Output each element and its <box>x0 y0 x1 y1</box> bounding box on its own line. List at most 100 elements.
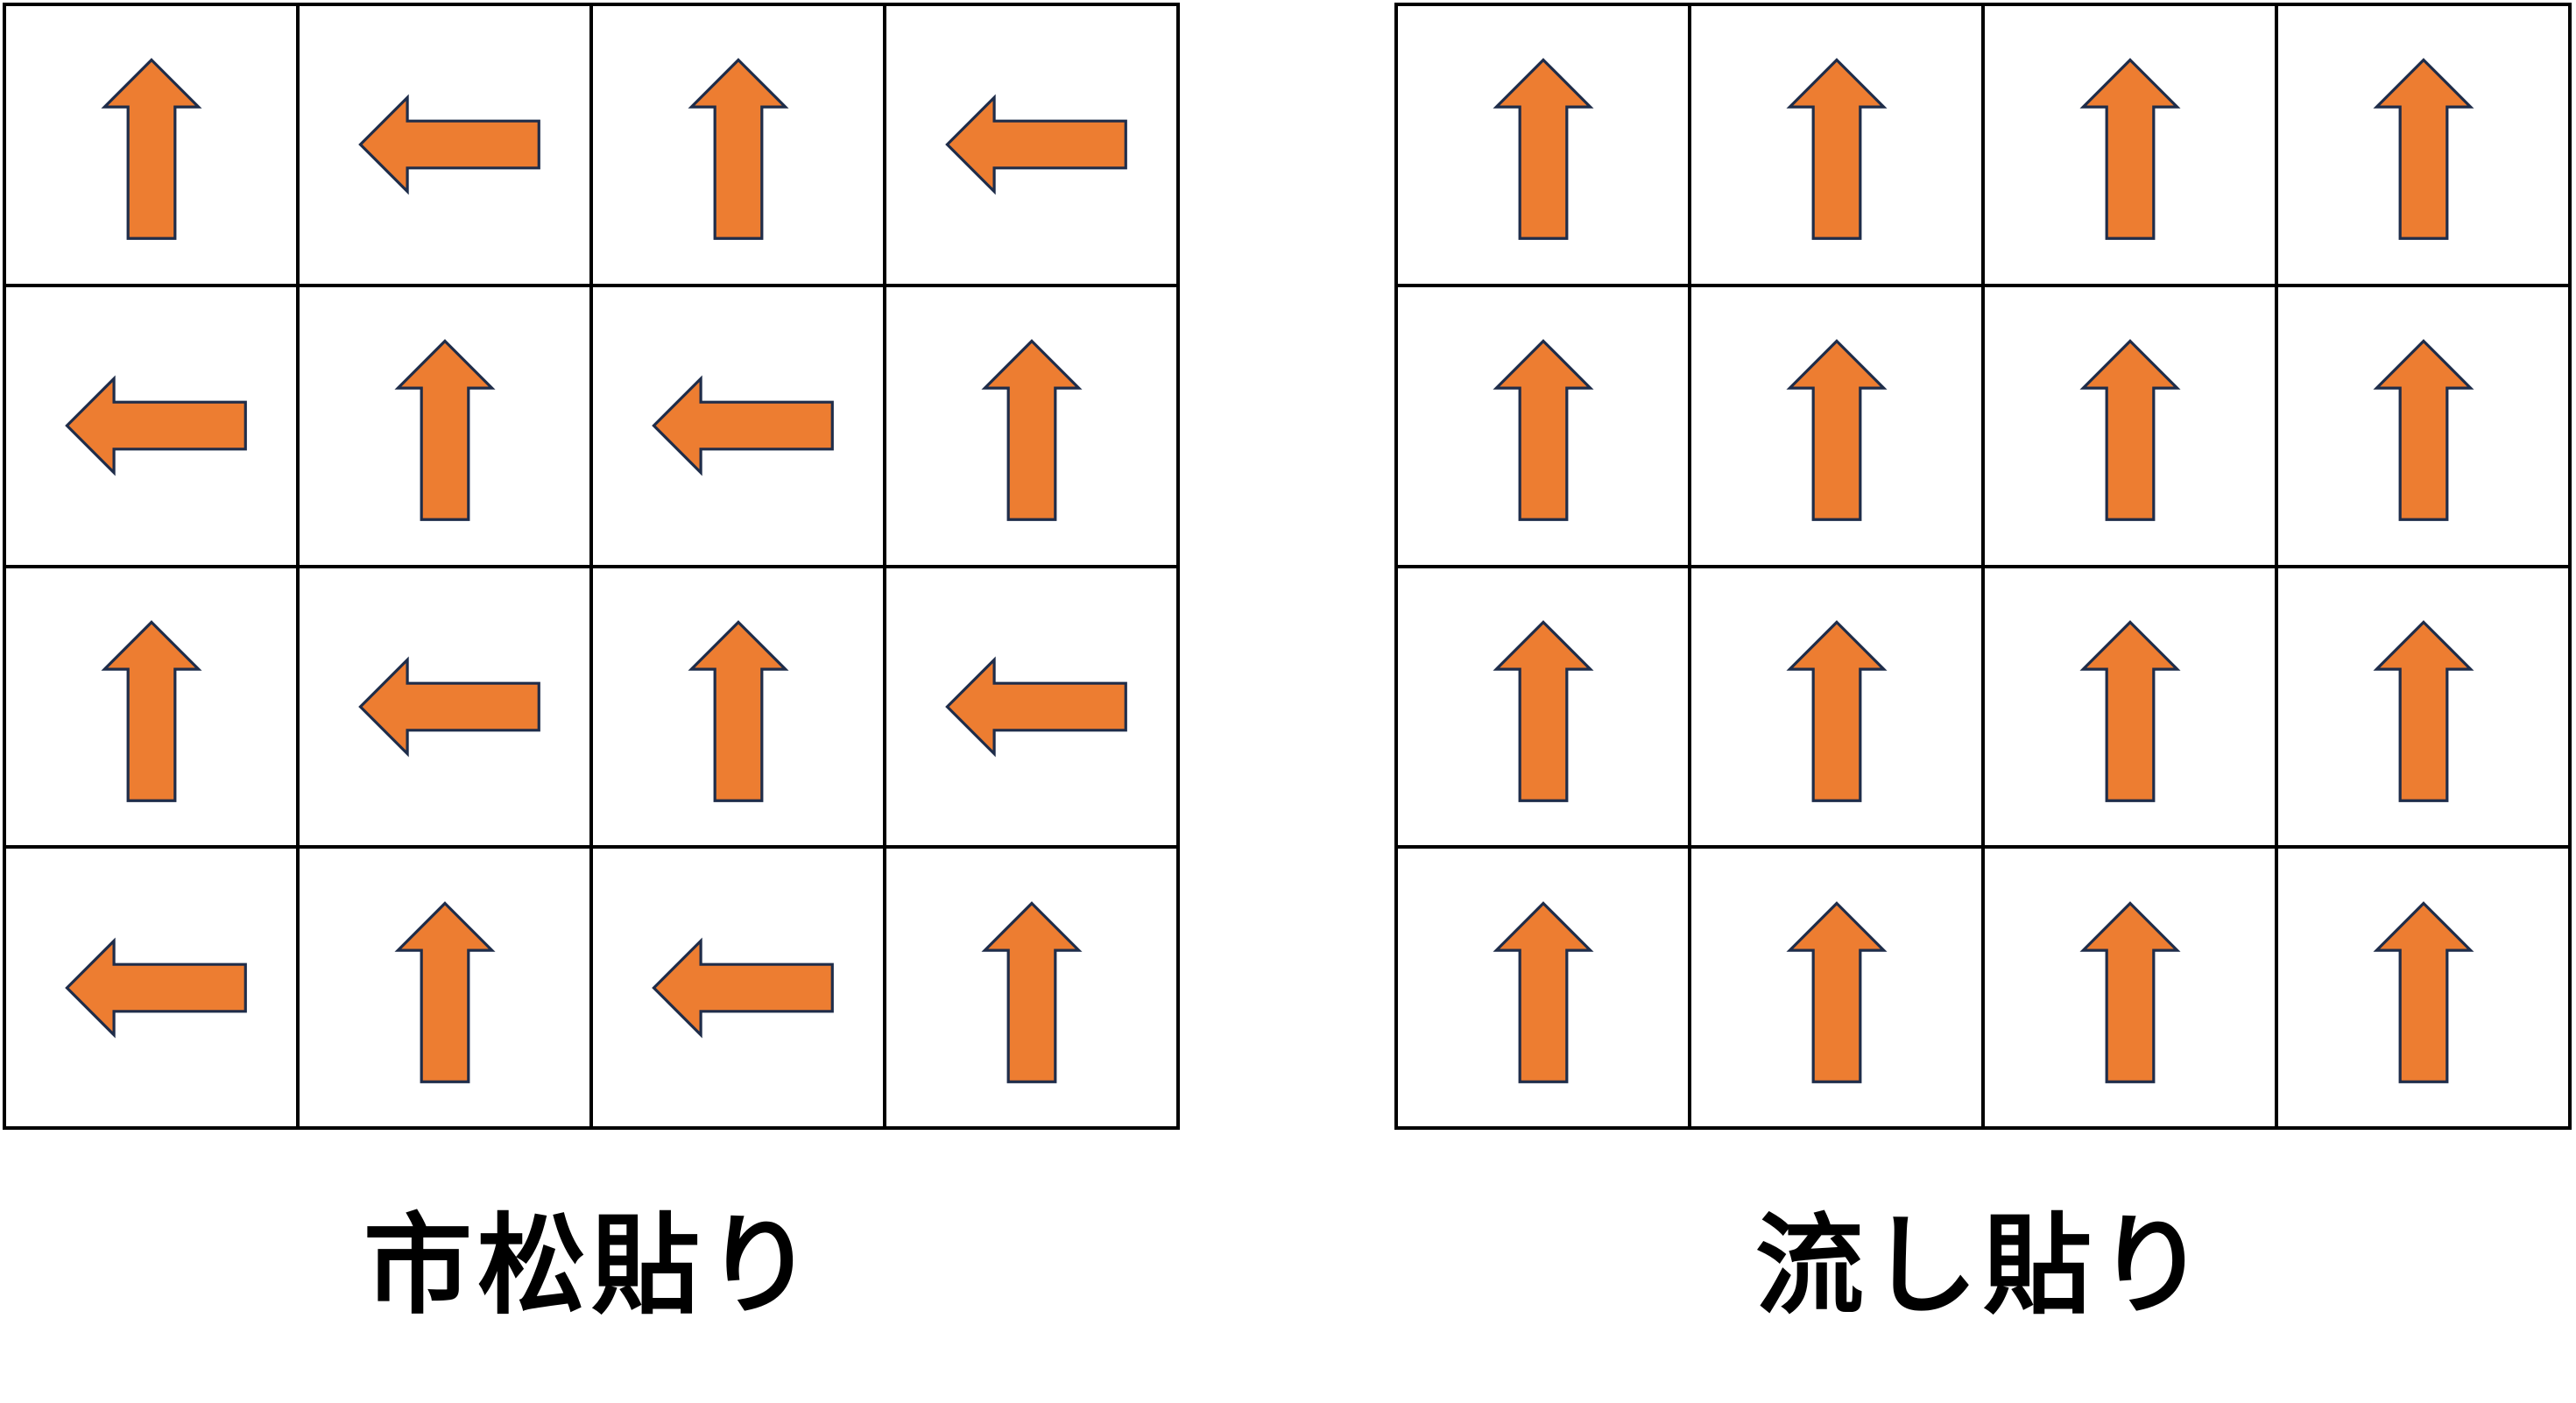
arrow-shape <box>687 620 789 802</box>
arrow-shape <box>393 339 496 522</box>
tile-cell <box>886 849 1180 1130</box>
tile-cell <box>1985 849 2278 1130</box>
tile-cell <box>2278 286 2572 568</box>
arrow-shape <box>100 58 202 241</box>
arrow-shape <box>1785 58 1888 241</box>
arrow-up-icon <box>2372 339 2474 522</box>
tile-cell <box>6 6 300 287</box>
arrow-left-icon <box>357 656 540 758</box>
tile-cell <box>1985 286 2278 568</box>
arrow-shape <box>2078 620 2181 802</box>
arrow-shape <box>2078 58 2181 241</box>
arrow-shape <box>651 937 834 1039</box>
tile-cell <box>886 6 1180 287</box>
tile-cell <box>6 568 300 850</box>
arrow-up-icon <box>1492 620 1594 802</box>
arrow-up-icon <box>393 900 496 1083</box>
tile-grid <box>1394 3 2572 1130</box>
tile-cell <box>1691 849 1985 1130</box>
tile-cell <box>593 286 886 568</box>
tile-cell <box>1691 286 1985 568</box>
arrow-shape <box>651 375 834 476</box>
arrow-left-icon <box>944 94 1127 195</box>
arrow-up-icon <box>980 900 1083 1083</box>
tile-cell <box>1985 568 2278 850</box>
arrow-shape <box>2372 58 2474 241</box>
arrow-left-icon <box>64 375 247 476</box>
tile-cell <box>1398 849 1691 1130</box>
arrow-up-icon <box>687 620 789 802</box>
tile-cell <box>1985 6 2278 287</box>
arrow-shape <box>2372 620 2474 802</box>
arrow-up-icon <box>1492 58 1594 241</box>
arrow-up-icon <box>687 58 789 241</box>
arrow-shape <box>980 900 1083 1083</box>
tile-cell <box>6 849 300 1130</box>
arrow-shape <box>1785 339 1888 522</box>
tile-cell <box>2278 849 2572 1130</box>
straight-panel: 流し貼り <box>1394 3 2572 1332</box>
arrow-up-icon <box>2078 900 2181 1083</box>
arrow-shape <box>2372 339 2474 522</box>
tile-cell <box>300 568 593 850</box>
arrow-shape <box>1785 900 1888 1083</box>
tile-cell <box>300 286 593 568</box>
tile-cell <box>1691 568 1985 850</box>
arrow-up-icon <box>1492 900 1594 1083</box>
arrow-shape <box>980 339 1083 522</box>
arrow-shape <box>357 94 540 195</box>
arrow-shape <box>393 900 496 1083</box>
tile-cell <box>1398 568 1691 850</box>
arrow-shape <box>2078 900 2181 1083</box>
tile-cell <box>593 568 886 850</box>
arrow-up-icon <box>2372 620 2474 802</box>
tile-cell <box>886 286 1180 568</box>
checkerboard-panel: 市松貼り <box>3 3 1180 1332</box>
arrow-up-icon <box>2078 339 2181 522</box>
arrow-up-icon <box>2078 58 2181 241</box>
tile-cell <box>1398 6 1691 287</box>
arrow-up-icon <box>980 339 1083 522</box>
tile-cell <box>1398 286 1691 568</box>
arrow-up-icon <box>1785 620 1888 802</box>
arrow-up-icon <box>100 620 202 802</box>
arrow-left-icon <box>651 375 834 476</box>
tile-cell <box>593 6 886 287</box>
arrow-up-icon <box>2372 58 2474 241</box>
arrow-shape <box>687 58 789 241</box>
tile-cell <box>2278 568 2572 850</box>
arrow-left-icon <box>651 937 834 1039</box>
arrow-up-icon <box>1785 900 1888 1083</box>
arrow-shape <box>944 94 1127 195</box>
arrow-up-icon <box>2078 620 2181 802</box>
tile-cell <box>2278 6 2572 287</box>
arrow-up-icon <box>100 58 202 241</box>
arrow-shape <box>100 620 202 802</box>
arrow-up-icon <box>2372 900 2474 1083</box>
arrow-shape <box>1785 620 1888 802</box>
arrow-shape <box>64 375 247 476</box>
arrow-shape <box>2078 339 2181 522</box>
tile-cell <box>1691 6 1985 287</box>
arrow-up-icon <box>1492 339 1594 522</box>
arrow-left-icon <box>944 656 1127 758</box>
arrow-shape <box>1492 620 1594 802</box>
tile-cell <box>886 568 1180 850</box>
arrow-shape <box>1492 339 1594 522</box>
arrow-left-icon <box>357 94 540 195</box>
arrow-shape <box>1492 900 1594 1083</box>
tile-cell <box>593 849 886 1130</box>
tile-cell <box>300 849 593 1130</box>
arrow-up-icon <box>393 339 496 522</box>
panel-caption: 市松貼り <box>363 1203 819 1329</box>
arrow-up-icon <box>1785 339 1888 522</box>
arrow-shape <box>64 937 247 1039</box>
arrow-up-icon <box>1785 58 1888 241</box>
arrow-shape <box>357 656 540 758</box>
arrow-shape <box>2372 900 2474 1083</box>
tile-grid <box>3 3 1180 1130</box>
tile-cell <box>6 286 300 568</box>
tile-cell <box>300 6 593 287</box>
arrow-shape <box>944 656 1127 758</box>
panel-caption: 流し貼り <box>1754 1203 2211 1329</box>
